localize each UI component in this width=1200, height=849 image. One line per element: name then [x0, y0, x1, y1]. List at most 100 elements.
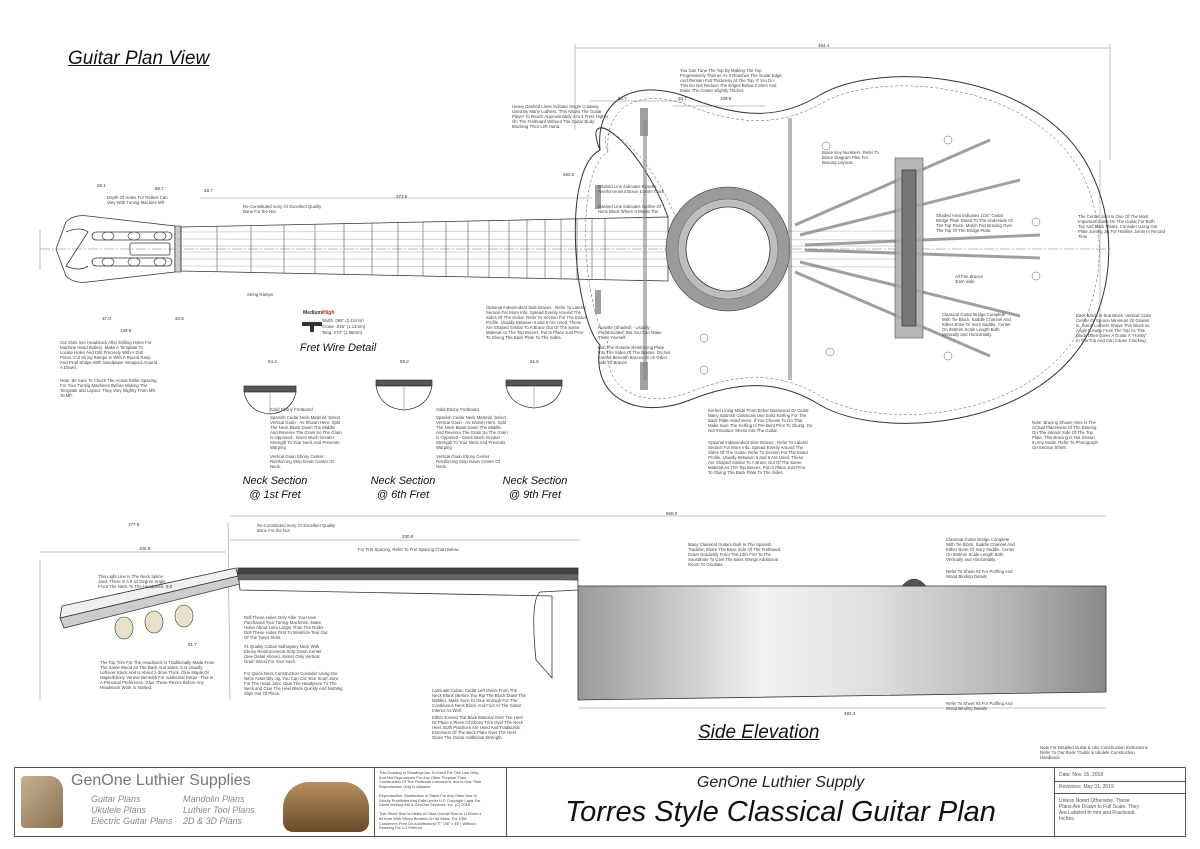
link-ukulele-plans[interactable]: Ukulele Plans	[91, 805, 147, 815]
plan-note-roller-depth: Depth Of Holes For Rollers Can Vary With…	[107, 195, 168, 205]
soundhole	[685, 206, 771, 292]
dim-59-2: 59.2	[400, 359, 409, 364]
dim-86-7: 86.7	[155, 186, 164, 191]
dim-scale-length: 650.0	[563, 172, 575, 177]
side-note-quick-neck: For Quick Neck Construction Consider Usi…	[244, 671, 343, 696]
neck-section-6	[375, 379, 433, 411]
tb-legal-cell: This Drawing or Drawings Are To Used For…	[375, 768, 507, 836]
dim-head-105: 105.8	[139, 546, 151, 551]
roller-holes	[101, 231, 167, 267]
dim-493-4: 493.4	[844, 711, 856, 716]
plan-note-fan-braces: All Fan Braces 3mm wide	[955, 274, 983, 284]
dim-34-5: 34.5	[175, 316, 184, 321]
tb-divider-2	[1055, 793, 1185, 794]
side-note-top-trim: The Top Trim For The Headstock Is Tradit…	[100, 660, 215, 690]
plan-note-rosette: Rosette (Shaded) - Usually Prefabricated…	[598, 325, 662, 340]
plan-date: Date: Nov. 15, 2018	[1059, 772, 1104, 778]
link-mandolin-plans[interactable]: Mandolin Plans	[183, 794, 245, 804]
dim-139-8: 139.8	[120, 328, 132, 333]
bridge	[901, 169, 917, 327]
plan-note-ebony-2: Solid Ebony Fretboard	[436, 407, 479, 412]
side-note-purfling: Refer To Sheet #3 For Purfling And Wood …	[946, 569, 1013, 579]
body-inner-outline	[585, 85, 1100, 415]
tb-info-cell: Date: Nov. 15, 2018 Revisions: May 31, 2…	[1055, 768, 1185, 836]
dim-neck-length: 330.0	[402, 534, 414, 539]
plan-note-cutaway: Heavy Dashed Lines Indicate Single Cutaw…	[512, 104, 609, 129]
dim-61-5: 61.5	[530, 359, 539, 364]
link-luthier-tool-plans[interactable]: Luthier Tool Plans	[183, 805, 255, 815]
side-note-either-extend: Either Extend The Back Material Over The…	[432, 715, 523, 740]
guitar-photo-icon	[283, 782, 369, 832]
dim-109-8: 109.8	[720, 96, 732, 101]
plan-note-bracing-shown: Note: Bracing Shown Here Is The ACtual P…	[1032, 420, 1098, 450]
title-block: GenOne Luthier Supplies Guitar Plans Uku…	[14, 767, 1186, 837]
plan-note-bridge: Classical Guitar Bridge Complete With Ti…	[942, 312, 1011, 337]
fret-tang: Tang .073" (1.85mm)	[322, 330, 362, 335]
plan-note-side-braces-2: Optional Independent Side Braces : Refer…	[708, 440, 808, 475]
neck-section-1	[243, 385, 297, 415]
harmonic-braces	[643, 118, 792, 380]
brand-logo-icon	[21, 776, 63, 828]
plan-note-nut: Re-Constituted Ivory Or Excellent Qualit…	[243, 204, 322, 214]
bridge-side	[901, 578, 927, 587]
side-note-bridge: Classical Guitar Bridge Complete With Ti…	[946, 537, 1015, 562]
dim-60-7: 60.7	[618, 96, 627, 101]
plan-note-ebony-1: Solid Ebony Fretboard	[270, 407, 313, 412]
plan-view-title: Guitar Plan View	[68, 48, 210, 69]
link-2d-3d-plans[interactable]: 2D & 3D Plans	[183, 816, 243, 826]
side-note-neck-splice: This Light Line Is The Neck Splice Joint…	[98, 574, 166, 589]
legal-text: This Drawing or Drawings Are To Used For…	[379, 770, 482, 831]
side-note-fret-spacing: For Fret Spacing, Refer To Fret Spacing …	[358, 547, 459, 552]
side-note-purfling-2: Refer To Sheet #3 For Purfling And Wood …	[946, 701, 1013, 711]
side-elevation-title: Side Elevation	[698, 722, 820, 743]
dim-61-7: 61.7	[188, 642, 197, 647]
neck-section-9	[505, 379, 563, 409]
dim-body-length: 373.5	[396, 194, 408, 199]
tuner-buttons	[114, 604, 194, 640]
fret-crown: Crown .045" (1.14mm)	[322, 324, 366, 329]
fret-width: Width .095" (2.41mm)	[322, 318, 364, 323]
plan-note-neck-material-1: Spanish Cedar Neck Material. Select Vert…	[270, 415, 342, 450]
side-note-mahogany: #1 Quality Cuban Mahogany Neck With Ebon…	[244, 644, 322, 664]
neck-section-1-title: Neck Section @ 1st Fret	[242, 475, 308, 501]
plan-revisions: Revisions: May 31, 2019	[1059, 784, 1114, 790]
dim-9-0: 9.0	[166, 584, 173, 589]
plan-note-rosette-reinf: Dashed Line Indicates Rosette Reinforcem…	[598, 184, 665, 194]
body-outline-plan	[574, 76, 1110, 424]
side-note-nut: Re-Constituted Ivory Or Excellent Qualit…	[257, 523, 336, 533]
plan-note-shaded-area: Shaded Area Indicates 1/16" Cedar Bridge…	[936, 213, 1013, 233]
dim-37-0: 37.0	[102, 316, 111, 321]
plan-note-rosette-inlay: Butt The Rosette Reinforcing Plate Into …	[598, 345, 671, 365]
plan-note-reinforcing-1: Vertical Grain Ebony Center Reinforcing …	[270, 454, 334, 469]
link-electric-guitar-plans[interactable]: Electric Guitar Plans	[91, 816, 173, 826]
dim-side-total: 660.0	[666, 511, 678, 516]
plan-note-reinforcing-2: Vertical Grain Ebony Center Reinforcing …	[436, 454, 500, 469]
link-guitar-plans[interactable]: Guitar Plans	[91, 794, 141, 804]
short-braces	[595, 108, 648, 390]
plan-note-back-block: Back Block or Butt Block. Vertical Grain…	[1076, 313, 1151, 343]
fretboard-side	[237, 573, 579, 581]
dim-34-7: 34.7	[678, 96, 687, 101]
dim-29-1: 29.1	[97, 183, 106, 188]
plan-note-fretboard-outline: Dashed Line Indicates Outline Of Neck Bl…	[598, 204, 662, 214]
neck-section-6-title: Neck Section @ 6th Fret	[370, 475, 436, 501]
plan-note-cut-slots: Cut Slots Into Headstock After Drilling …	[60, 340, 158, 370]
neck-section-9-title: Neck Section @ 9th Fret	[502, 475, 568, 501]
tb-title-cell: GenOne Luthier Supply Torres Style Class…	[507, 768, 1055, 836]
side-elevation-lines	[39, 515, 1106, 709]
side-note-spanish-heel: Many Classical Guitars Built In The Span…	[688, 542, 781, 567]
fret-grade-high: High	[323, 310, 335, 316]
neck-side	[237, 567, 579, 680]
dim-18-7: 18.7	[204, 188, 213, 193]
top-dimension-lines	[39, 44, 1111, 338]
tb-brand-cell: GenOne Luthier Supplies Guitar Plans Uku…	[15, 768, 375, 836]
fret-wire-legend: Medium/High	[303, 310, 334, 316]
side-note-cuban-cedar: Laminate Cuban Cedar Left Overs From The…	[432, 688, 526, 713]
plan-note-neck-material-2: Spanish Cedar Neck Material. Select Vert…	[436, 415, 508, 450]
plan-note-kerfed-lining: Kerfed Lining Made From Either Basswood …	[708, 408, 813, 433]
strings	[177, 230, 921, 268]
fret-grade-medium: Medium	[303, 310, 322, 316]
side-note-detail: Note For Detailed Guitar & Uke Construct…	[1040, 745, 1148, 760]
dim-overall-length: 484.4	[818, 43, 830, 48]
